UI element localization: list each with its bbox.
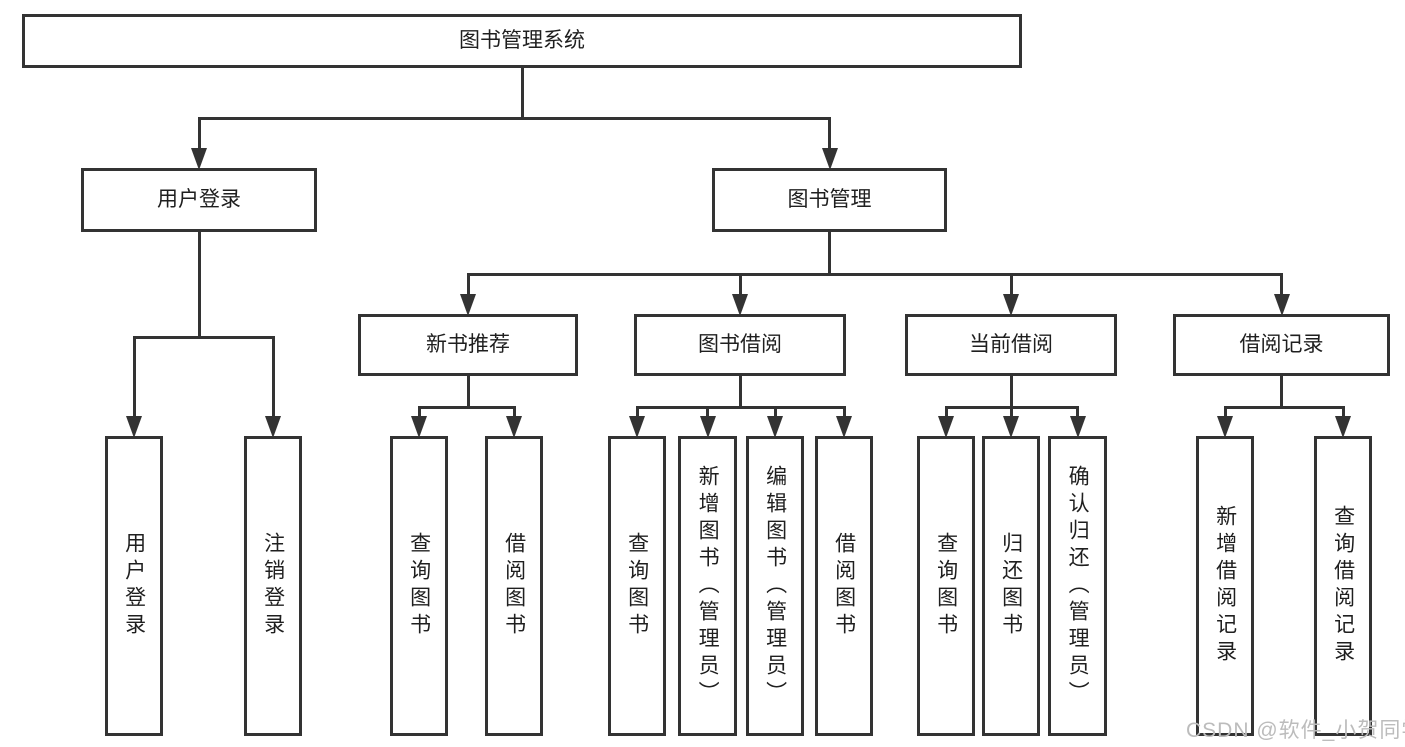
connector-drop <box>706 406 709 418</box>
node-label-current-borrow: 当前借阅 <box>969 333 1053 357</box>
connector-stem <box>1009 375 1013 409</box>
node-bb-edit-books: 编辑图书（管理员） <box>746 436 804 736</box>
arrow-down-icon <box>629 416 645 438</box>
node-cb-return-books: 归还图书 <box>982 436 1040 736</box>
arrow-down-icon <box>1273 294 1290 316</box>
arrow-down-icon <box>1335 416 1351 438</box>
arrow-down-icon <box>1069 416 1086 438</box>
node-cb-confirm-return: 确认归还（管理员） <box>1048 436 1107 736</box>
connector-bus <box>1223 406 1345 409</box>
node-root: 图书管理系统 <box>22 14 1022 68</box>
node-book-borrow: 图书借阅 <box>634 314 846 376</box>
arrow-down-icon <box>732 294 748 316</box>
node-label-rec-query-books: 查询图书 <box>407 532 431 640</box>
connector-drop <box>197 117 201 150</box>
connector-drop <box>417 406 421 418</box>
connector-bus <box>466 273 1283 276</box>
connector-drop <box>132 336 136 418</box>
node-br-add-record: 新增借阅记录 <box>1196 436 1254 736</box>
node-borrow-records: 借阅记录 <box>1173 314 1390 376</box>
arrow-down-icon <box>265 416 281 438</box>
connector-drop <box>1341 406 1345 418</box>
node-bb-borrow-books: 借阅图书 <box>815 436 873 736</box>
arrow-down-icon <box>460 294 476 316</box>
node-label-cb-confirm-return: 确认归还（管理员） <box>1066 464 1090 708</box>
node-label-rec-borrow-books: 借阅图书 <box>502 532 526 640</box>
arrow-down-icon <box>699 416 716 438</box>
node-label-root: 图书管理系统 <box>459 29 585 53</box>
arrow-down-icon <box>1003 294 1019 316</box>
node-label-bb-edit-books: 编辑图书（管理员） <box>763 464 787 708</box>
node-login-logout: 注销登录 <box>244 436 302 736</box>
connector-drop <box>828 117 831 150</box>
node-label-cb-return-books: 归还图书 <box>999 532 1023 640</box>
node-label-bb-query-books: 查询图书 <box>625 532 649 640</box>
arrow-down-icon <box>938 416 954 438</box>
node-label-book-mgmt: 图书管理 <box>787 188 872 212</box>
node-user-login: 用户登录 <box>81 168 317 232</box>
node-login-user-login: 用户登录 <box>105 436 163 736</box>
arrow-down-icon <box>506 416 522 438</box>
node-bb-query-books: 查询图书 <box>608 436 666 736</box>
connector-drop <box>773 406 777 418</box>
connector-drop <box>1076 406 1079 418</box>
node-current-borrow: 当前借阅 <box>905 314 1117 376</box>
node-new-book-rec: 新书推荐 <box>358 314 578 376</box>
connector-drop <box>1223 406 1227 418</box>
connector-stem <box>520 67 524 120</box>
node-label-new-book-rec: 新书推荐 <box>426 333 510 357</box>
connector-bus <box>417 406 516 409</box>
arrow-down-icon <box>126 416 142 438</box>
node-label-borrow-records: 借阅记录 <box>1239 333 1324 357</box>
connector-drop <box>1280 273 1283 296</box>
node-label-br-add-record: 新增借阅记录 <box>1213 505 1237 667</box>
connector-drop <box>635 406 639 418</box>
node-bb-add-books: 新增图书（管理员） <box>678 436 737 736</box>
connector-stem <box>738 375 742 409</box>
node-label-cb-query-books: 查询图书 <box>934 532 958 640</box>
node-label-login-logout: 注销登录 <box>261 532 285 640</box>
node-label-br-query-record: 查询借阅记录 <box>1331 505 1355 667</box>
connector-drop <box>466 273 470 296</box>
arrow-down-icon <box>191 148 207 170</box>
connector-stem <box>197 231 201 339</box>
connector-drop <box>271 336 275 418</box>
node-label-login-user-login: 用户登录 <box>122 532 146 640</box>
connector-drop <box>1009 273 1013 296</box>
node-book-mgmt: 图书管理 <box>712 168 947 232</box>
arrow-down-icon <box>1217 416 1233 438</box>
connector-drop <box>842 406 846 418</box>
arrow-down-icon <box>836 416 852 438</box>
node-rec-query-books: 查询图书 <box>390 436 448 736</box>
connector-drop <box>738 273 742 296</box>
node-label-book-borrow: 图书借阅 <box>698 333 782 357</box>
node-rec-borrow-books: 借阅图书 <box>485 436 543 736</box>
connector-drop <box>512 406 516 418</box>
connector-bus <box>635 406 846 409</box>
arrow-down-icon <box>821 148 838 170</box>
connector-stem <box>828 231 831 276</box>
node-cb-query-books: 查询图书 <box>917 436 975 736</box>
connector-stem <box>466 375 470 409</box>
node-label-bb-add-books: 新增图书（管理员） <box>696 464 720 708</box>
connector-bus <box>132 336 275 339</box>
connector-bus <box>197 117 831 120</box>
connector-drop <box>944 406 948 418</box>
connector-drop <box>1009 406 1013 418</box>
csdn-watermark: CSDN @软件_小贺同学 <box>1186 719 1405 742</box>
node-label-user-login: 用户登录 <box>157 188 241 212</box>
arrow-down-icon <box>767 416 783 438</box>
arrow-down-icon <box>411 416 427 438</box>
arrow-down-icon <box>1003 416 1019 438</box>
node-br-query-record: 查询借阅记录 <box>1314 436 1372 736</box>
connector-stem <box>1280 375 1283 409</box>
node-label-bb-borrow-books: 借阅图书 <box>832 532 856 640</box>
